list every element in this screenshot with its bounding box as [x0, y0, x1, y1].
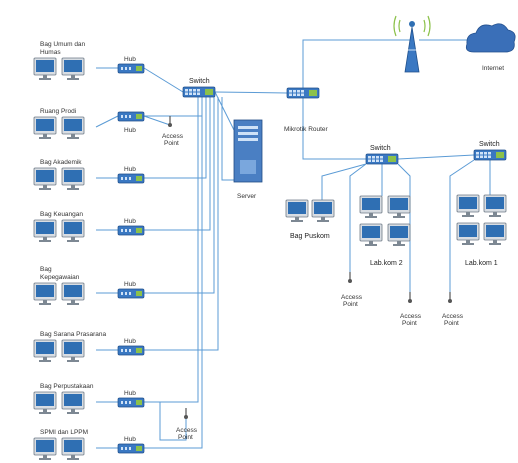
network-cables [95, 39, 491, 449]
svg-text:Point: Point [164, 140, 179, 147]
server: Server [233, 119, 263, 200]
department-label: Kepegawaian [40, 274, 80, 281]
hub-icon [117, 173, 145, 184]
cloud-icon: Internet [465, 23, 516, 72]
computer-icon [61, 339, 85, 363]
hub-icon [117, 288, 145, 299]
internet-label: Internet [482, 65, 504, 72]
computer-icon [33, 339, 57, 363]
puskom-computers: Bag Puskom [285, 199, 335, 240]
department-label: Bag Akademik [40, 159, 82, 166]
computer-icon [33, 437, 57, 461]
access-point-lab2: Access Point [400, 291, 422, 327]
hub-label: Hub [124, 436, 136, 443]
svg-text:Point: Point [343, 301, 358, 308]
access-point-prodi: Access Point [162, 115, 184, 147]
department-label: Bag [40, 266, 52, 273]
computer-icon [33, 282, 57, 306]
svg-text:Access: Access [176, 427, 198, 434]
computer-icon [33, 57, 57, 81]
lab-switch: Switch [473, 141, 507, 161]
hub-icon [117, 443, 145, 454]
department-label: Ruang Prodi [40, 108, 76, 115]
lab1-computers: Lab.kom 1 [456, 194, 507, 267]
hub-icon [117, 345, 145, 356]
department-label: Bag Perpustakaan [40, 383, 94, 390]
hub-label: Hub [124, 338, 136, 345]
svg-text:Point: Point [178, 434, 193, 441]
hub-label: Hub [124, 218, 136, 225]
hub-icon [117, 397, 145, 408]
switch-2-label: Switch [479, 141, 500, 148]
computer-icon [61, 167, 85, 191]
computer-icon [33, 391, 57, 415]
lab2-computers: Lab.kom 2 [359, 195, 411, 267]
switch-1-label: Switch [370, 145, 391, 152]
router-label: Mikrotik Router [284, 126, 329, 133]
svg-text:Access: Access [442, 313, 464, 320]
hub-icon [117, 225, 145, 236]
department-label: Bag Sarana Prasarana [40, 331, 107, 338]
mikrotik-router: Mikrotik Router [284, 87, 329, 133]
computer-icon [33, 116, 57, 140]
svg-text:Point: Point [402, 320, 417, 327]
svg-text:Access: Access [400, 313, 422, 320]
computer-icon [33, 167, 57, 191]
access-point-lab1: Access Point [442, 291, 464, 327]
hub-label: Hub [124, 56, 136, 63]
server-label: Server [237, 193, 257, 200]
hub-label: Hub [124, 281, 136, 288]
computer-icon [61, 219, 85, 243]
computer-icon [33, 219, 57, 243]
hub-label: Hub [124, 166, 136, 173]
svg-text:Point: Point [444, 320, 459, 327]
computer-icon [61, 437, 85, 461]
core-switch: Switch [182, 78, 216, 98]
svg-text:Access: Access [162, 133, 184, 140]
core-switch-label: Switch [189, 78, 210, 85]
svg-text:Access: Access [341, 294, 363, 301]
computer-icon [61, 391, 85, 415]
department-label: Bag Keuangan [40, 211, 83, 218]
hub-icon [117, 111, 145, 122]
access-point-perpustakaan: Access Point [176, 407, 198, 441]
computer-icon [61, 57, 85, 81]
puskom-label: Bag Puskom [290, 233, 330, 240]
lab2-label: Lab.kom 2 [370, 260, 403, 267]
puskom-switch: Switch [365, 145, 399, 165]
department-label: Humas [40, 49, 61, 56]
hub-label: Hub [124, 390, 136, 397]
lab1-label: Lab.kom 1 [465, 260, 498, 267]
computer-icon [61, 282, 85, 306]
tower-icon [393, 15, 431, 73]
computer-icon [61, 116, 85, 140]
department-label: SPMI dan LPPM [40, 429, 88, 436]
hub-label: Hub [124, 127, 136, 134]
hub-icon [117, 63, 145, 74]
department-label: Bag Umum dan [40, 41, 86, 48]
department-7: SPMI dan LPPM Hub [33, 429, 145, 461]
access-point-puskom: Access Point [341, 271, 363, 308]
